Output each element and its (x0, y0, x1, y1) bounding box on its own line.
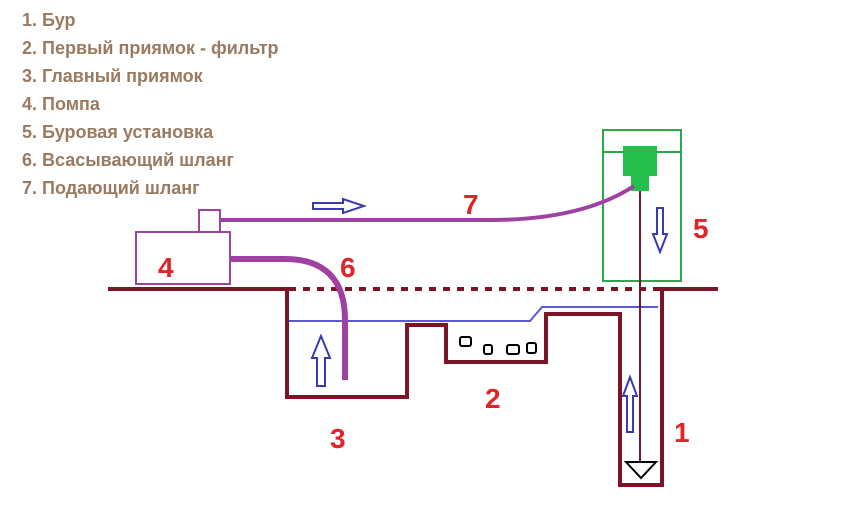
legend: 1. Бур 2. Первый приямок - фильтр 3. Гла… (22, 10, 279, 198)
drill-head (623, 146, 657, 176)
rig-down-arrow-icon (651, 207, 669, 255)
label-rig: 5 (693, 213, 709, 244)
label-main-pit: 3 (330, 423, 346, 454)
borehole-up-arrow-icon (621, 374, 639, 433)
label-feed-hose: 7 (463, 189, 479, 220)
label-pump: 4 (158, 252, 174, 283)
suction-hose (230, 256, 348, 380)
legend-item-suction-hose: 6. Всасывающий шланг (22, 150, 234, 170)
legend-item-main-pit: 3. Главный приямок (22, 66, 204, 86)
legend-item-drill: 1. Бур (22, 10, 75, 30)
label-suction-hose: 6 (340, 252, 356, 283)
pump-outlet (198, 209, 221, 233)
legend-item-filter-pit: 2. Первый приямок - фильтр (22, 38, 279, 58)
drill-bit (623, 461, 659, 480)
label-drill: 1 (674, 417, 690, 448)
label-filter-pit: 2 (485, 383, 501, 414)
drilling-rig-frame (602, 129, 682, 282)
legend-item-rig: 5. Буровая установка (22, 122, 214, 142)
legend-item-feed-hose: 7. Подающий шланг (22, 178, 200, 198)
pit-up-arrow-icon (310, 333, 332, 387)
ground-profile (108, 287, 718, 487)
feed-flow-arrow-icon (312, 197, 368, 215)
water-level-line (289, 306, 658, 322)
feed-hose (221, 184, 636, 222)
sediment (459, 336, 537, 355)
legend-item-pump: 4. Помпа (22, 94, 101, 114)
pump-body (135, 231, 231, 285)
drill-head-collar (631, 176, 649, 191)
